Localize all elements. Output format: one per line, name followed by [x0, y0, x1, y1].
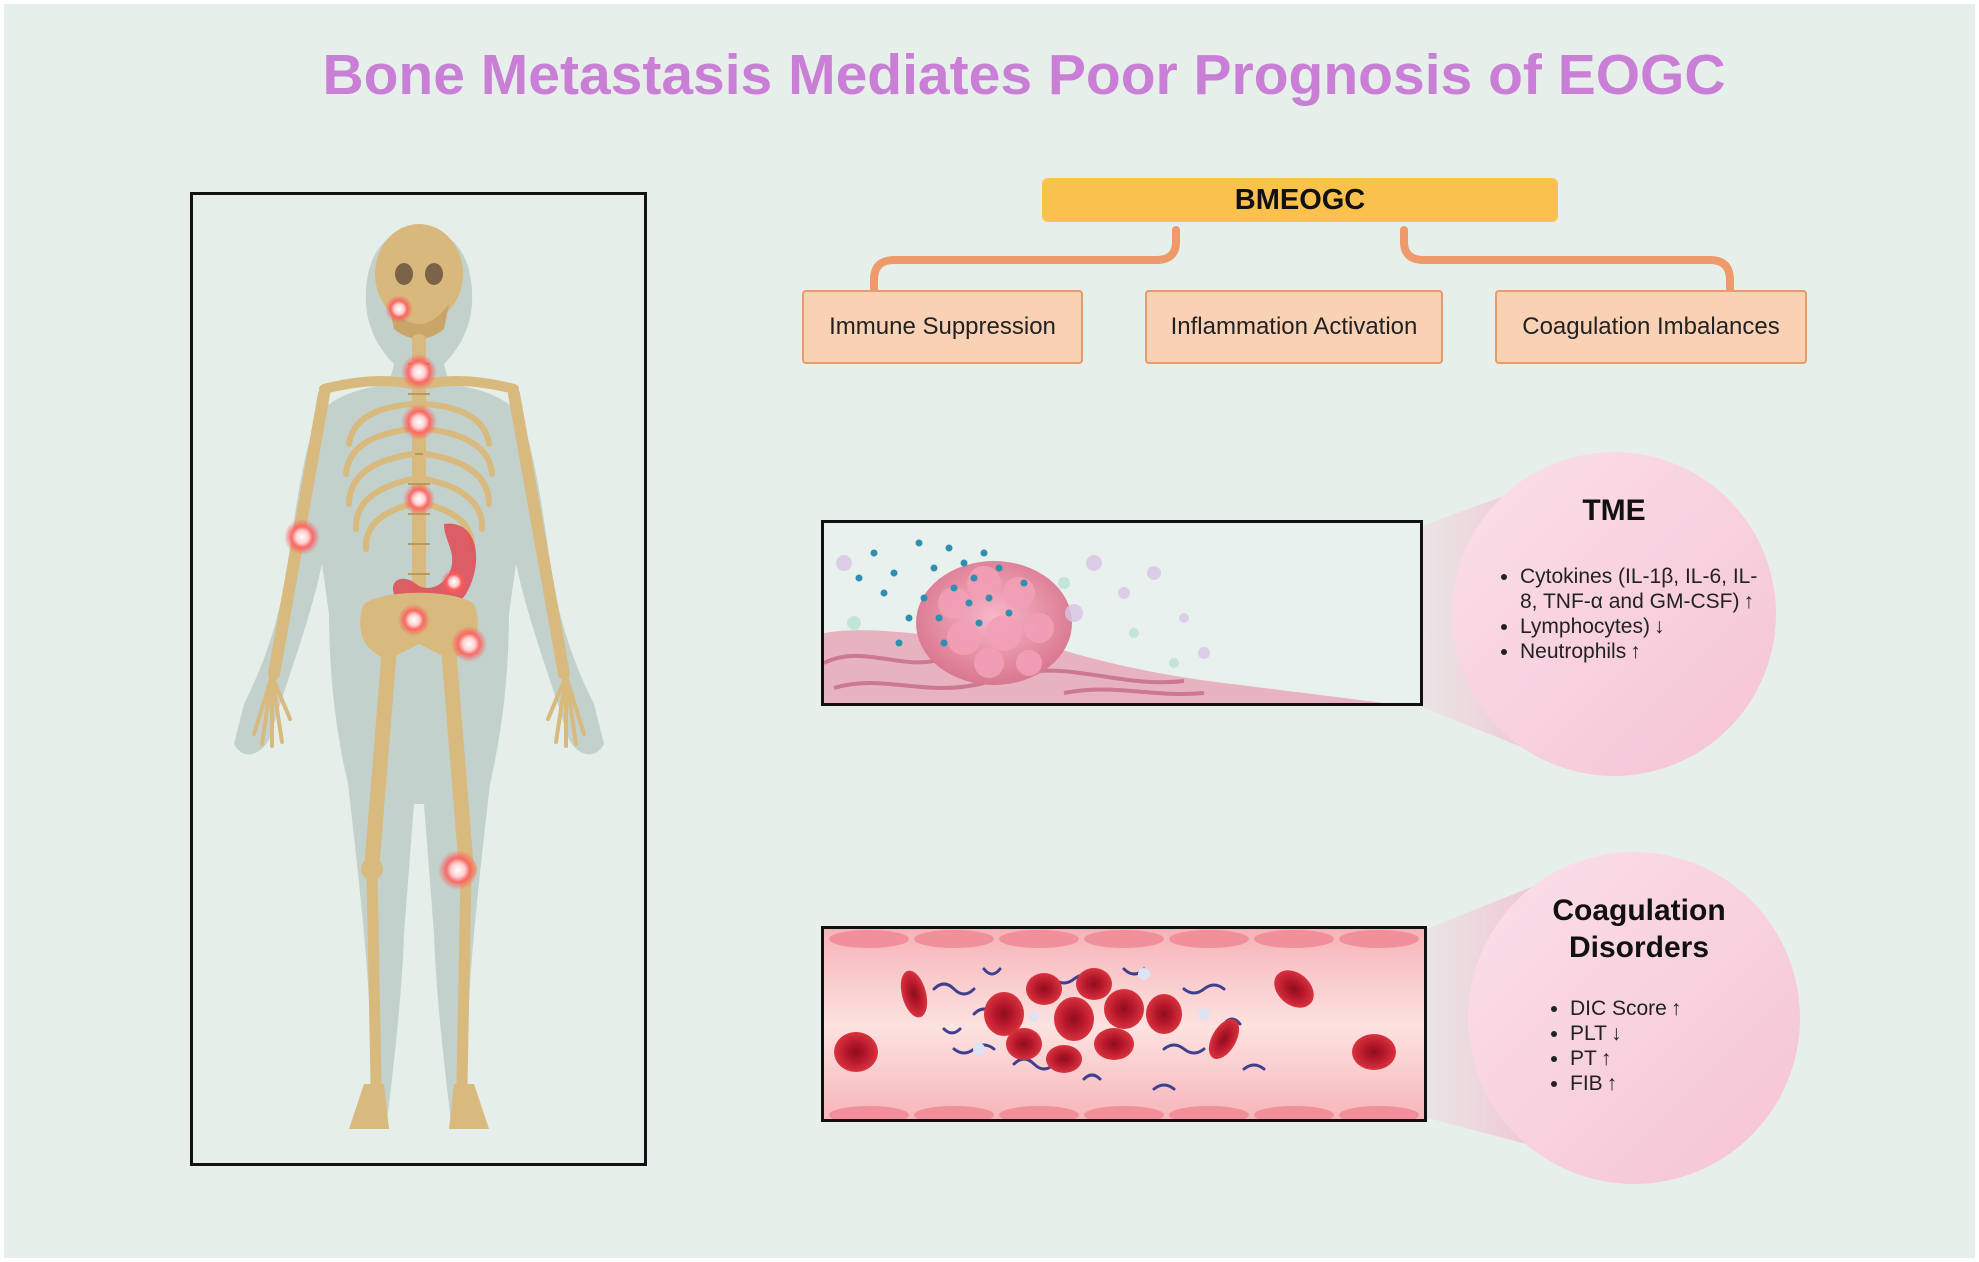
- tme-item-cytokines: Cytokines (IL-1β, IL-6, IL-8, TNF-α and …: [1520, 564, 1765, 614]
- tumor-microenvironment-panel: [821, 520, 1423, 706]
- coag-item-dic: DIC Score↑: [1570, 996, 1740, 1021]
- tme-title: TME: [1582, 494, 1646, 527]
- down-arrow-icon: ↓: [1610, 1022, 1622, 1045]
- tme-item-neutrophils: Neutrophils↑: [1520, 639, 1765, 664]
- tumor-microenvironment-illustration: [824, 539, 1384, 703]
- tme-item-lymphocytes: Lymphocytes)↓: [1520, 614, 1765, 639]
- immune-suppression-box: Immune Suppression: [802, 290, 1083, 364]
- blood-vessel-clot-illustration: [824, 929, 1424, 1119]
- up-arrow-icon: ↑: [1606, 1072, 1618, 1095]
- coag-item-fib: FIB↑: [1570, 1071, 1740, 1096]
- coagulation-imbalances-box: Coagulation Imbalances: [1495, 290, 1807, 364]
- bone-lesion-markers: [284, 295, 487, 890]
- coagulation-title: Coagulation Disorders: [1552, 894, 1726, 964]
- inflammation-activation-box: Inflammation Activation: [1145, 290, 1443, 364]
- up-arrow-icon: ↑: [1670, 997, 1682, 1020]
- up-arrow-icon: ↑: [1630, 640, 1641, 663]
- up-arrow-icon: ↑: [1600, 1047, 1612, 1070]
- coagulation-list: DIC Score↑ PLT↓ PT↑ FIB↑: [1544, 996, 1740, 1096]
- down-arrow-icon: ↓: [1653, 615, 1665, 638]
- human-skeleton-illustration: [234, 224, 604, 1129]
- figure-title: Bone Metastasis Mediates Poor Prognosis …: [322, 43, 1726, 107]
- tme-circle: [1452, 452, 1776, 776]
- coag-item-pt: PT↑: [1570, 1046, 1740, 1071]
- coag-item-plt: PLT↓: [1570, 1021, 1740, 1046]
- figure-canvas: Bone Metastasis Mediates Poor Prognosis …: [4, 4, 1975, 1258]
- bmeogc-root-box: BMEOGC: [1042, 178, 1558, 222]
- up-arrow-icon: ↑: [1743, 590, 1754, 613]
- blood-vessel-panel: [821, 926, 1427, 1122]
- coagulation-circle: [1468, 852, 1800, 1184]
- tme-list: Cytokines (IL-1β, IL-6, IL-8, TNF-α and …: [1494, 564, 1765, 664]
- illustration-layer: [234, 224, 1800, 1184]
- tree-connectors: [870, 226, 1734, 293]
